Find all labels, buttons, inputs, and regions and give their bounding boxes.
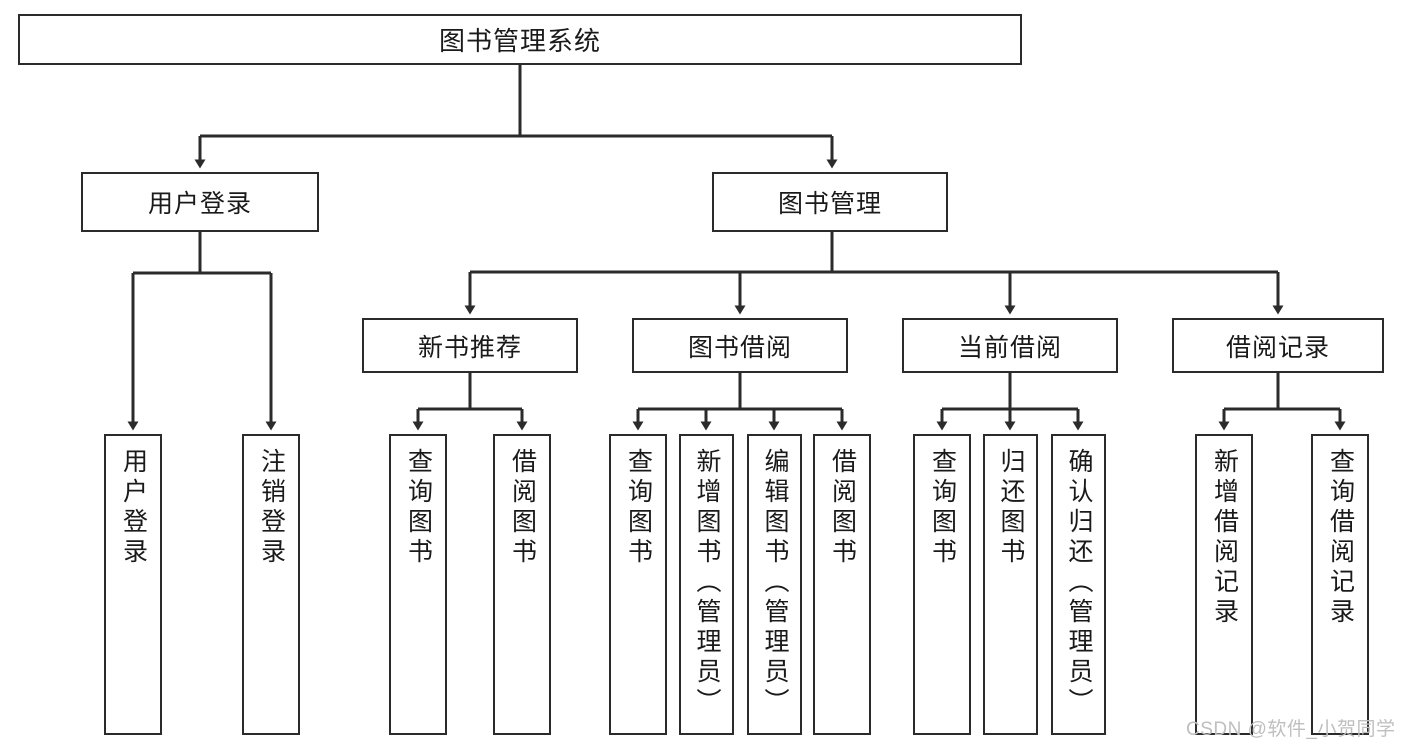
leaf-query-book-current[interactable]: 查询图书 (913, 434, 971, 735)
node-label: 查询图书 (928, 448, 957, 568)
leaf-query-book-borrow[interactable]: 查询图书 (609, 434, 667, 735)
node-current-borrow[interactable]: 当前借阅 (902, 318, 1118, 373)
node-new-book-recommend[interactable]: 新书推荐 (362, 318, 578, 373)
node-label: 借阅图书 (828, 448, 857, 568)
leaf-user-login[interactable]: 用户登录 (104, 434, 162, 735)
node-label: 图书管理系统 (438, 26, 601, 56)
node-label: 查询图书 (624, 448, 653, 568)
node-book-borrow[interactable]: 图书借阅 (632, 318, 848, 373)
node-root-system[interactable]: 图书管理系统 (18, 14, 1022, 65)
leaf-borrow-book-new[interactable]: 借阅图书 (493, 434, 551, 735)
leaf-add-book-admin[interactable]: 新增图书（管理员） (679, 434, 734, 735)
node-label: 注销登录 (257, 448, 286, 568)
node-borrow-record[interactable]: 借阅记录 (1172, 318, 1384, 373)
node-label: 借阅记录 (1225, 333, 1330, 362)
node-label: 用户登录 (147, 190, 252, 218)
leaf-add-borrow-record[interactable]: 新增借阅记录 (1195, 434, 1253, 735)
node-label: 当前借阅 (957, 333, 1062, 362)
node-label: 图书借阅 (687, 333, 792, 362)
leaf-logout[interactable]: 注销登录 (242, 434, 300, 735)
node-label: 查询借阅记录 (1326, 448, 1355, 628)
node-label: 编辑图书（管理员） (761, 448, 789, 718)
node-label: 用户登录 (119, 448, 148, 568)
node-label: 归还图书 (997, 448, 1025, 568)
leaf-query-borrow-record[interactable]: 查询借阅记录 (1311, 434, 1369, 735)
node-label: 图书管理 (777, 190, 882, 218)
node-book-management[interactable]: 图书管理 (712, 172, 948, 232)
node-label: 确认归还（管理员） (1065, 448, 1093, 718)
node-label: 借阅图书 (508, 448, 537, 568)
leaf-borrow-book[interactable]: 借阅图书 (813, 434, 871, 735)
leaf-return-book[interactable]: 归还图书 (983, 434, 1038, 735)
node-label: 新增图书（管理员） (693, 448, 721, 718)
leaf-edit-book-admin[interactable]: 编辑图书（管理员） (747, 434, 802, 735)
leaf-query-book-new[interactable]: 查询图书 (389, 434, 447, 735)
node-label: 查询图书 (404, 448, 433, 568)
csdn-watermark: CSDN @软件_小贺同学 (1186, 719, 1396, 740)
leaf-confirm-return-admin[interactable]: 确认归还（管理员） (1051, 434, 1106, 735)
node-label: 新书推荐 (417, 333, 522, 362)
node-label: 新增借阅记录 (1210, 448, 1239, 628)
node-user-login[interactable]: 用户登录 (81, 172, 319, 232)
